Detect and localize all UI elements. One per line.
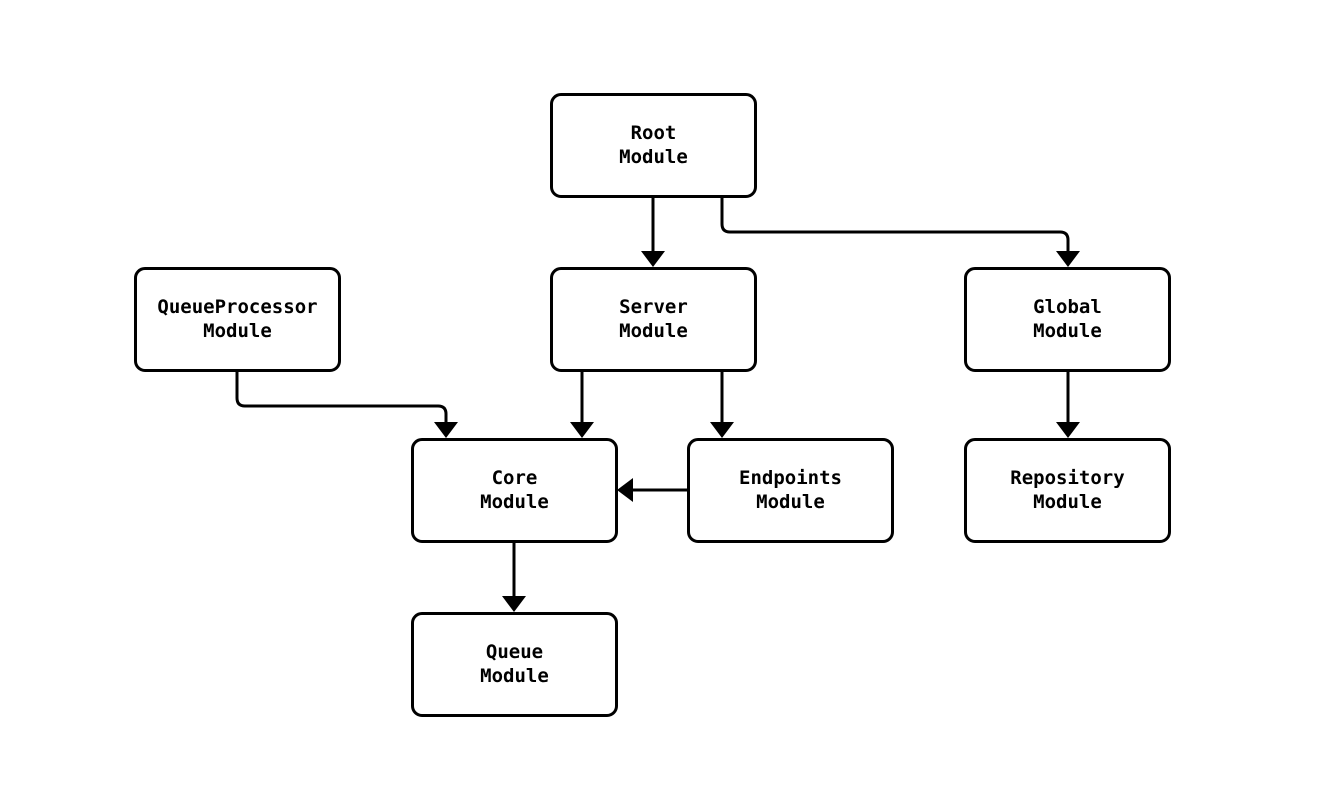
node-endpoints-module: Endpoints Module (687, 438, 894, 543)
edge-server-to-core (570, 372, 594, 438)
edge-server-to-endpoints (710, 372, 734, 438)
node-global-module: Global Module (964, 267, 1171, 372)
node-queue-module: Queue Module (411, 612, 618, 717)
node-label: QueueProcessor Module (157, 296, 318, 342)
edge-global-to-repository (1056, 372, 1080, 438)
node-label: Endpoints Module (739, 467, 842, 513)
node-core-module: Core Module (411, 438, 618, 543)
edge-root-to-server (641, 198, 665, 267)
edge-root-to-global (720, 198, 1080, 267)
node-server-module: Server Module (550, 267, 757, 372)
edge-queueprocessor-to-core (235, 372, 458, 438)
node-label: Server Module (619, 296, 688, 342)
node-label: Core Module (480, 467, 549, 513)
node-queueprocessor-module: QueueProcessor Module (134, 267, 341, 372)
node-label: Global Module (1033, 296, 1102, 342)
node-repository-module: Repository Module (964, 438, 1171, 543)
node-root-module: Root Module (550, 93, 757, 198)
edge-core-to-queue (502, 543, 526, 612)
node-label: Repository Module (1010, 467, 1125, 513)
node-label: Queue Module (480, 641, 549, 687)
edge-endpoints-to-core (617, 478, 687, 502)
node-label: Root Module (619, 122, 688, 168)
